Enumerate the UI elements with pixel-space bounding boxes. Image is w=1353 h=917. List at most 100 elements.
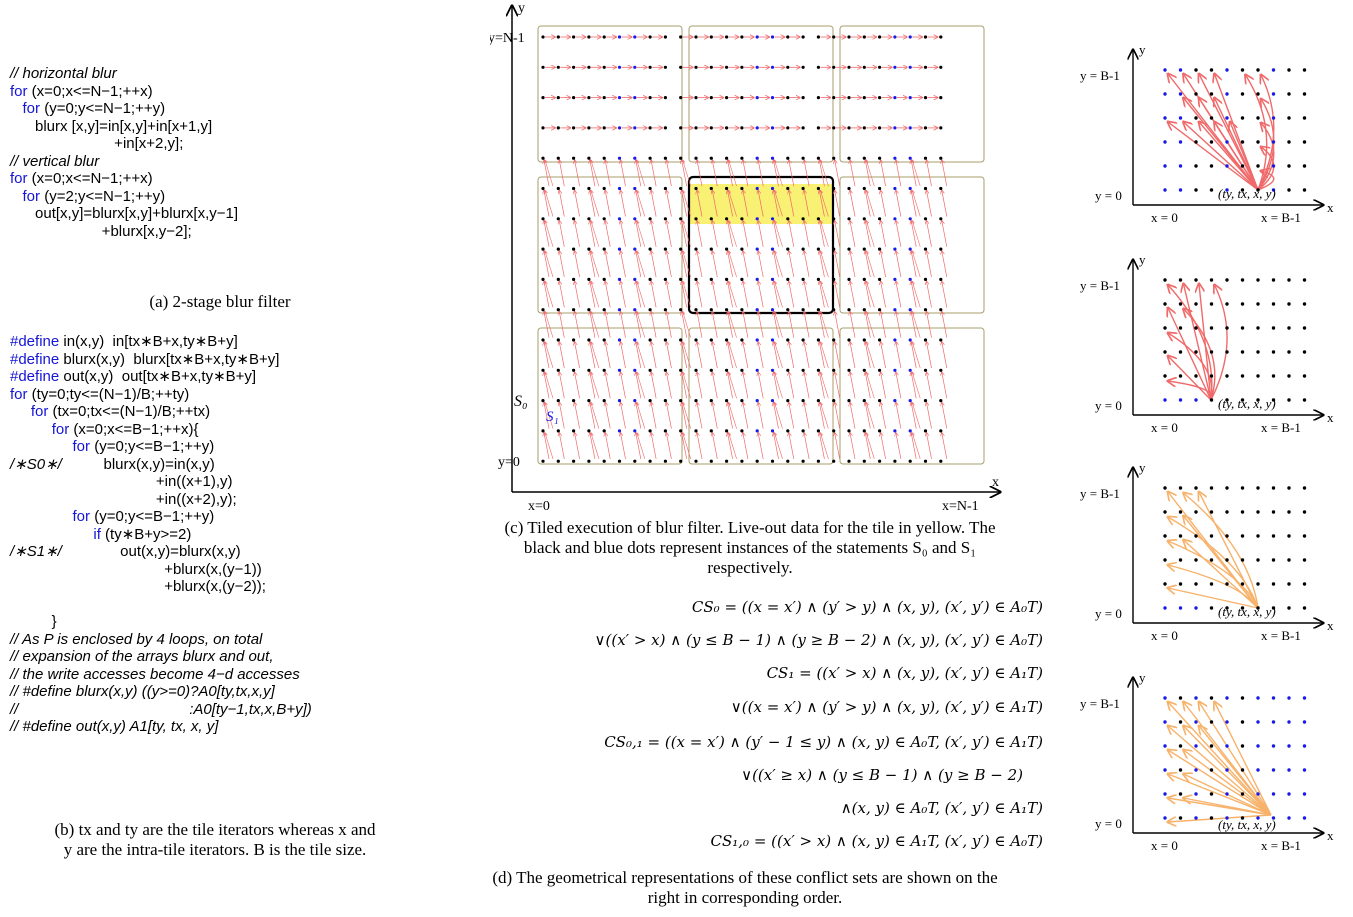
- dependence-arrow: [819, 160, 825, 187]
- conflict-arrow: [1215, 702, 1272, 816]
- s0-instance-dot: [832, 96, 836, 100]
- s0-instance-dot: [1163, 326, 1167, 330]
- conflict-arrow: [1184, 284, 1212, 401]
- caption-b-line-1: (b) tx and ty are the tile iterators whe…: [54, 820, 376, 839]
- s1-instance-dot: [770, 368, 775, 372]
- dependence-arrow: [591, 312, 600, 338]
- dependence-arrow: [651, 281, 657, 308]
- s0-instance-dot: [709, 429, 713, 433]
- s0-instance-dot: [1178, 374, 1183, 378]
- dependence-arrow: [911, 312, 917, 338]
- s1-instance-dot: [617, 308, 622, 312]
- dependence-arrow: [758, 281, 764, 308]
- s0-instance-dot: [1163, 558, 1167, 562]
- s1-instance-dot: [617, 217, 622, 221]
- dependence-arrow: [866, 403, 875, 429]
- conflict-arrow: [1184, 493, 1259, 609]
- dependence-arrow: [789, 403, 795, 429]
- s0-instance-dot: [663, 399, 667, 403]
- s1-instance-dot: [1163, 164, 1167, 168]
- s0-instance-dot: [1194, 350, 1198, 354]
- s0-instance-dot: [1178, 582, 1183, 586]
- dependence-arrow: [697, 160, 703, 187]
- s1-instance-dot: [1178, 116, 1183, 120]
- s1-instance-dot: [1163, 606, 1167, 610]
- dependence-arrow: [819, 251, 825, 278]
- code-token: +blurx(x,(y−2));: [10, 578, 266, 595]
- s1-instance-dot: [1225, 744, 1229, 748]
- code-line: +blurx(x,(y−2));: [10, 578, 312, 596]
- plot-label-y-bottom: y = 0: [1095, 816, 1122, 831]
- code-line: // expansion of the arrays blurx and out…: [10, 648, 312, 666]
- s0-instance-dot: [541, 338, 545, 342]
- s0-instance-dot: [633, 459, 637, 463]
- code-token: (tx=0;tx<=(N−1)/B;++tx): [48, 403, 211, 420]
- s1-instance-dot: [755, 35, 759, 39]
- s0-instance-dot: [602, 429, 606, 433]
- s0-instance-dot: [541, 65, 545, 69]
- s0-instance-dot: [709, 399, 713, 403]
- code-line: +in((x+2),y);: [10, 491, 312, 509]
- code-token: for: [51, 420, 70, 438]
- conflict-arrow: [1215, 98, 1259, 191]
- dependence-arrow: [865, 191, 871, 217]
- s0-instance-dot: [602, 368, 606, 372]
- dependence-arrow: [729, 403, 737, 429]
- s0-instance-dot: [725, 35, 729, 39]
- s0-instance-dot: [1163, 302, 1167, 306]
- s0-instance-dot: [1178, 792, 1183, 796]
- dependence-arrow: [804, 160, 810, 187]
- code-token: (ty∗B+y>=2): [100, 525, 192, 543]
- s1-instance-dot: [1194, 720, 1198, 724]
- dependence-arrow: [804, 403, 810, 429]
- dependence-arrow: [712, 342, 718, 369]
- dependence-arrow: [729, 191, 737, 217]
- dependence-arrow: [712, 403, 718, 429]
- dependence-arrow: [758, 342, 764, 369]
- s0-instance-dot: [1287, 188, 1291, 192]
- s0-instance-dot: [1302, 326, 1307, 330]
- s0-instance-dot: [694, 65, 698, 69]
- dependence-arrow: [819, 433, 825, 459]
- s1-instance-dot: [755, 368, 759, 372]
- s1-instance-dot: [770, 65, 775, 69]
- dependence-arrow: [881, 251, 886, 278]
- s0-instance-dot: [832, 399, 836, 403]
- dependence-arrow: [866, 312, 875, 338]
- s0-instance-dot: [602, 399, 606, 403]
- dependence-arrow: [559, 403, 565, 429]
- dependence-arrow: [774, 191, 779, 217]
- code-token: // :A0[ty−1,tx,x,B+y]): [10, 700, 312, 718]
- s0-instance-dot: [1194, 68, 1198, 72]
- s1-instance-dot: [1163, 696, 1167, 700]
- s1-instance-dot: [908, 247, 912, 251]
- dependence-arrow: [896, 433, 902, 459]
- s0-instance-dot: [923, 65, 928, 69]
- s0-instance-dot: [1256, 510, 1260, 514]
- s0-instance-dot: [572, 247, 576, 251]
- dependence-arrow: [865, 160, 871, 187]
- dependence-arrow: [820, 251, 829, 278]
- dependence-arrow: [911, 251, 917, 278]
- s0-instance-dot: [1287, 116, 1291, 120]
- dependence-arrow: [545, 221, 554, 247]
- code-line: // #define out(x,y) A1[ty, tx, x, y]: [10, 718, 312, 736]
- s1-instance-dot: [908, 217, 912, 221]
- s0-instance-dot: [572, 459, 576, 463]
- s0-instance-dot: [648, 156, 652, 160]
- dependence-arrow: [637, 281, 646, 308]
- conflict-arrow: [1199, 122, 1259, 191]
- dependence-arrow: [804, 372, 810, 399]
- s0-instance-dot: [1287, 164, 1291, 168]
- s0-instance-dot: [1240, 92, 1245, 96]
- s0-instance-dot: [1240, 768, 1245, 772]
- s0-instance-dot: [801, 308, 805, 312]
- dependence-arrow: [590, 342, 596, 369]
- s0-instance-dot: [617, 459, 622, 463]
- s1-instance-dot: [617, 368, 622, 372]
- plot-label-y-bottom: y = 0: [1095, 606, 1122, 621]
- s0-instance-dot: [832, 156, 836, 160]
- s0-instance-dot: [816, 247, 820, 251]
- dependence-arrow: [590, 372, 596, 399]
- dependence-arrow: [590, 221, 596, 247]
